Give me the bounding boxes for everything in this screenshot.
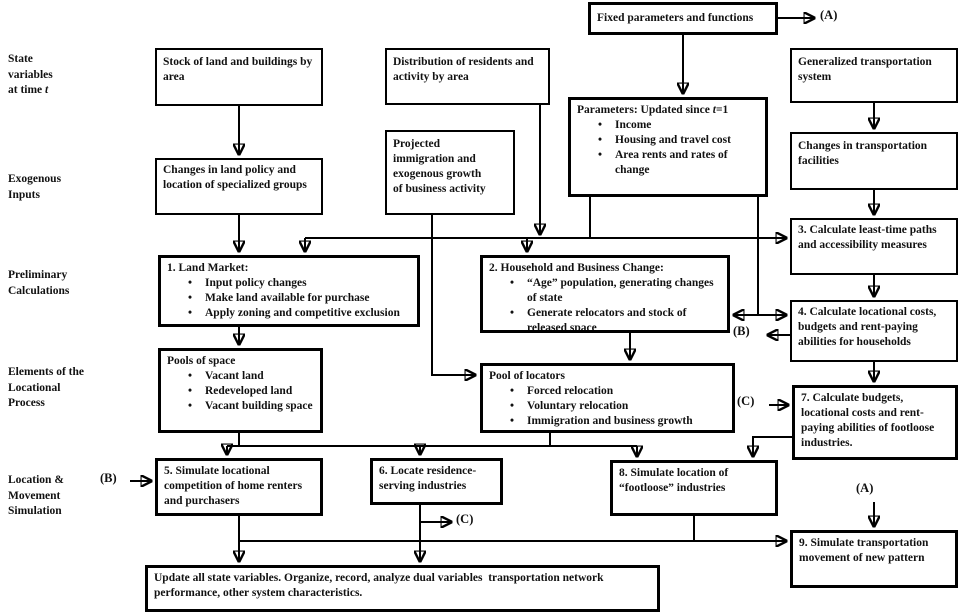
box-text: 6. Locate residence-serving industries	[379, 465, 477, 492]
label-location-movement-simulation: Location & Movement Simulation	[8, 474, 64, 517]
bullet-text: Vacant building space	[205, 400, 313, 412]
box-text: Update all state variables. Organize, re…	[154, 572, 607, 599]
box-projected-immigration: Projected immigration and exogenous grow…	[385, 130, 515, 215]
box-parameters-updated: Parameters: Updated since t=1 Income Hou…	[568, 97, 768, 197]
box-stock-land-buildings: Stock of land and buildings by area	[155, 48, 323, 106]
box-text: Changes in transportation facilities	[798, 140, 930, 167]
bullet-item: Voluntary relocation	[489, 399, 726, 414]
bullet-text: Make land available for purchase	[205, 292, 370, 304]
box-6-locate-residence-serving: 6. Locate residence-serving industries	[370, 458, 503, 505]
bullet-item: Input policy changes	[167, 276, 411, 291]
bullet-text: Voluntary relocation	[527, 400, 629, 412]
ref-c-out: (C)	[456, 512, 474, 526]
bullet-item: Vacant land	[167, 369, 314, 384]
label-italic-t: t	[45, 84, 49, 96]
box-1-land-market: 1. Land Market: Input policy changes Mak…	[158, 255, 420, 327]
box-9-simulate-transportation-movement: 9. Simulate transportation movement of n…	[790, 530, 958, 588]
bullet-text: Housing and travel cost	[615, 134, 731, 146]
bullet-text: Area rents and rates of change	[615, 149, 731, 176]
bullet-text: Redeveloped land	[205, 385, 293, 397]
bullet-item: Housing and travel cost	[577, 133, 759, 148]
label-text: State variables at time	[8, 53, 53, 96]
bullet-item: Immigration and business growth	[489, 414, 726, 429]
box-distribution-residents: Distribution of residents and activity b…	[385, 48, 550, 105]
bullet-text: Generate relocators and stock of release…	[527, 307, 690, 333]
title-post: =1	[715, 104, 729, 116]
ref-b-in: (B)	[100, 471, 117, 485]
bullet-item: Redeveloped land	[167, 384, 314, 399]
bullet-item: Forced relocation	[489, 384, 726, 399]
box-7-budgets-footloose: 7. Calculate budgets, locational costs a…	[792, 385, 958, 460]
box-text: Projected immigration and exogenous grow…	[393, 138, 486, 195]
box-text: 7. Calculate budgets, locational costs a…	[801, 392, 938, 449]
bullet-text: Vacant land	[205, 370, 264, 382]
box-text: 9. Simulate transportation movement of n…	[799, 537, 932, 564]
label-exogenous-inputs: Exogenous Inputs	[8, 173, 62, 201]
box-text: 5. Simulate locational competition of ho…	[164, 465, 305, 507]
box-text: Distribution of residents and activity b…	[393, 56, 537, 83]
box-4-locational-costs: 4. Calculate locational costs, budgets a…	[790, 300, 958, 362]
label-elements-locational-process: Elements of the Locational Process	[8, 366, 85, 409]
box-text: Changes in land policy and location of s…	[163, 164, 307, 191]
box-generalized-transportation: Generalized transportation system	[790, 48, 958, 103]
box-title: Pools of space	[167, 355, 236, 367]
box-text: 3. Calculate least-time paths and access…	[798, 224, 940, 251]
bullet-text: Immigration and business growth	[527, 415, 693, 427]
label-state-variables: State variables at time t	[8, 52, 53, 99]
ref-c-in: (C)	[737, 394, 755, 408]
bullet-item: Apply zoning and competitive exclusion	[167, 306, 411, 321]
bullet-text: “Age” population, generating changes of …	[527, 277, 717, 304]
label-preliminary-calculations: Preliminary Calculations	[8, 269, 70, 297]
box-text: Generalized transportation system	[798, 56, 935, 83]
box-5-simulate-locational-competition: 5. Simulate locational competition of ho…	[155, 458, 323, 516]
bullet-item: Generate relocators and stock of release…	[489, 306, 721, 333]
bullet-text: Income	[615, 119, 652, 131]
ref-a-in: (A)	[856, 481, 874, 495]
box-text: Fixed parameters and functions	[597, 12, 754, 24]
box-text: Stock of land and buildings by area	[163, 56, 316, 83]
ref-a-out: (A)	[820, 8, 838, 22]
box-changes-land-policy: Changes in land policy and location of s…	[155, 158, 323, 215]
title-pre: Parameters: Updated since	[577, 104, 713, 116]
box-8-simulate-footloose-location: 8. Simulate location of “footloose” indu…	[610, 460, 778, 516]
box-changes-transportation-facilities: Changes in transportation facilities	[790, 132, 958, 190]
box-title: 2. Household and Business Change:	[489, 262, 664, 274]
bullet-text: Apply zoning and competitive exclusion	[205, 307, 400, 319]
box-2-household-business-change: 2. Household and Business Change: “Age” …	[480, 255, 730, 333]
box-pools-of-space: Pools of space Vacant land Redeveloped l…	[158, 348, 323, 433]
bullet-item: “Age” population, generating changes of …	[489, 276, 721, 306]
bullet-text: Input policy changes	[205, 277, 307, 289]
box-title: 1. Land Market:	[167, 262, 249, 274]
box-text: 8. Simulate location of “footloose” indu…	[619, 467, 732, 494]
bullet-item: Vacant building space	[167, 399, 314, 414]
box-update-state-variables: Update all state variables. Organize, re…	[145, 565, 660, 612]
box-3-least-time-paths: 3. Calculate least-time paths and access…	[790, 218, 958, 275]
box-title: Pool of locators	[489, 370, 566, 382]
bullet-text: Forced relocation	[527, 385, 614, 397]
bullet-item: Income	[577, 118, 759, 133]
box-fixed-parameters: Fixed parameters and functions	[588, 2, 778, 35]
bullet-item: Make land available for purchase	[167, 291, 411, 306]
box-title: Parameters: Updated since t=1	[577, 103, 759, 118]
bullet-item: Area rents and rates of change	[577, 148, 759, 178]
box-text: 4. Calculate locational costs, budgets a…	[798, 306, 940, 348]
title-italic-t: t	[712, 104, 716, 116]
box-pool-of-locators: Pool of locators Forced relocation Volun…	[480, 363, 735, 433]
ref-b-out: (B)	[733, 324, 750, 338]
